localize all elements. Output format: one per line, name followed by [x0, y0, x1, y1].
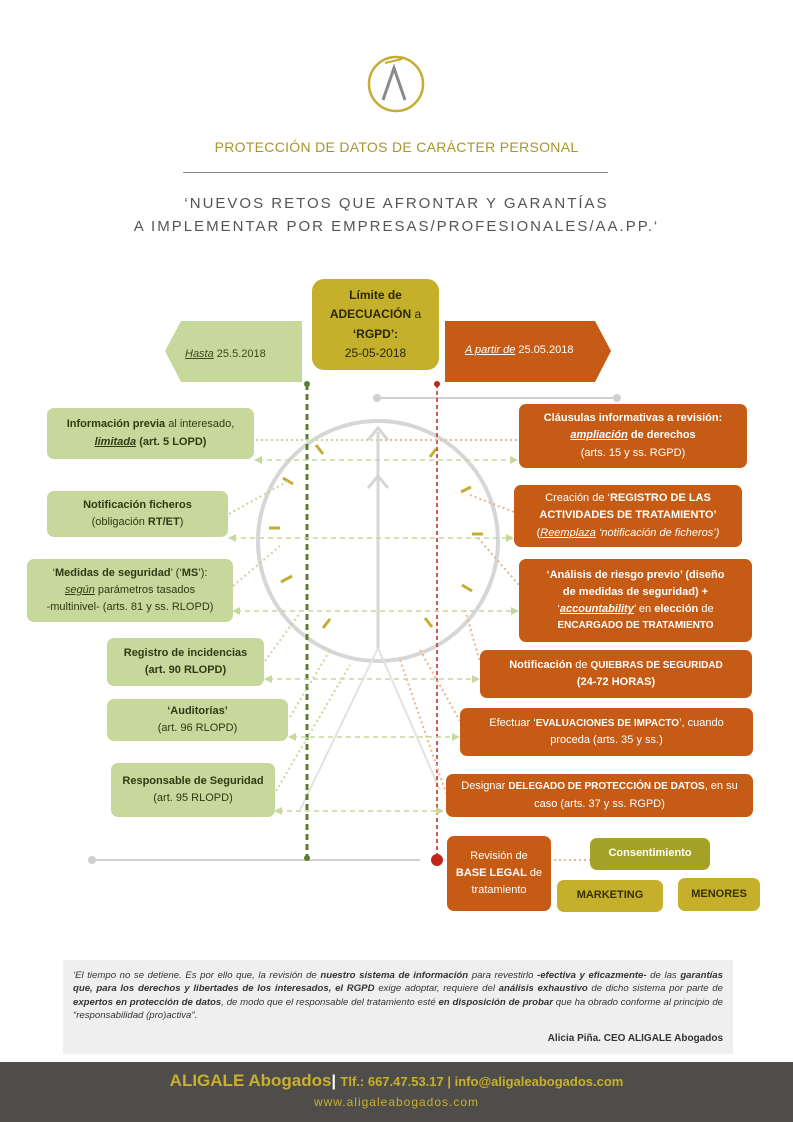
document-title: PROTECCIÓN DE DATOS DE CARÁCTER PERSONAL [214, 139, 579, 155]
left-item-security-measures: ‘Medidas de seguridad’ (‘MS’): según par… [27, 559, 233, 622]
right-item-processing-register: Creación de ‘REGISTRO DE LAS ACTIVIDADES… [514, 485, 742, 547]
right-item-dpo: Designar DELEGADO DE PROTECCIÓN DE DATOS… [446, 774, 753, 817]
footer-contact: ALIGALE Abogados| Tlf.: 667.47.53.17 | i… [169, 1071, 624, 1090]
consent-box: Consentimiento [590, 838, 710, 870]
left-item-incident-register: Registro de incidencias (art. 90 RLOPD) [107, 638, 264, 686]
title-divider [183, 172, 608, 173]
adequacy-deadline-box: Límite de ADECUACIÓN a ‘RGPD’: 25-05-201… [312, 279, 439, 370]
minors-box: MENORES [678, 878, 760, 911]
left-item-security-officer: Responsable de Seguridad (art. 95 RLOPD) [111, 763, 275, 817]
left-item-audits: ‘Auditorías’ (art. 96 RLOPD) [107, 699, 288, 741]
right-item-risk-analysis: ‘Análisis de riesgo previo’ (diseño de m… [519, 559, 752, 642]
right-item-legal-basis: Revisión de BASE LEGAL de tratamiento [447, 836, 551, 911]
right-item-security-breaches: Notificación de QUIEBRAS DE SEGURIDAD (2… [480, 650, 752, 698]
subtitle-line-2: A IMPLEMENTAR POR EMPRESAS/PROFESIONALES… [133, 218, 660, 235]
clock-icon [256, 419, 500, 811]
right-item-impact-assessments: Efectuar ‘EVALUACIONES DE IMPACTO’, cuan… [460, 708, 753, 756]
right-arrow-label: A partir de 25.05.2018 [465, 344, 574, 356]
footer-web-link[interactable]: www.aligaleabogados.com [313, 1095, 480, 1109]
left-arrow-shape [165, 321, 302, 382]
logo [367, 55, 425, 113]
marketing-box: MARKETING [557, 880, 663, 912]
right-item-information-clauses: Cláusulas informativas a revisión: ampli… [519, 404, 747, 468]
right-arrow-shape [445, 321, 611, 382]
left-item-prior-information: Información previa al interesado, limita… [47, 408, 254, 459]
quote-text: ‘El tiempo no se detiene. Es por ello qu… [73, 970, 723, 1022]
quote-box: ‘El tiempo no se detiene. Es por ello qu… [63, 960, 733, 1054]
left-item-file-notification: Notificación ficheros (obligación RT/ET) [47, 491, 228, 537]
quote-author: Alicia Piña. CEO ALIGALE Abogados [547, 1033, 723, 1044]
left-arrow-label: Hasta 25.5.2018 [185, 348, 266, 360]
footer-email-link[interactable]: info@aligaleabogados.com [454, 1074, 624, 1089]
footer: ALIGALE Abogados| Tlf.: 667.47.53.17 | i… [0, 1062, 793, 1122]
subtitle-line-1: ‘NUEVOS RETOS QUE AFRONTAR Y GARANTÍAS [184, 195, 609, 212]
footer-phone[interactable]: Tlf.: 667.47.53.17 [340, 1074, 444, 1089]
